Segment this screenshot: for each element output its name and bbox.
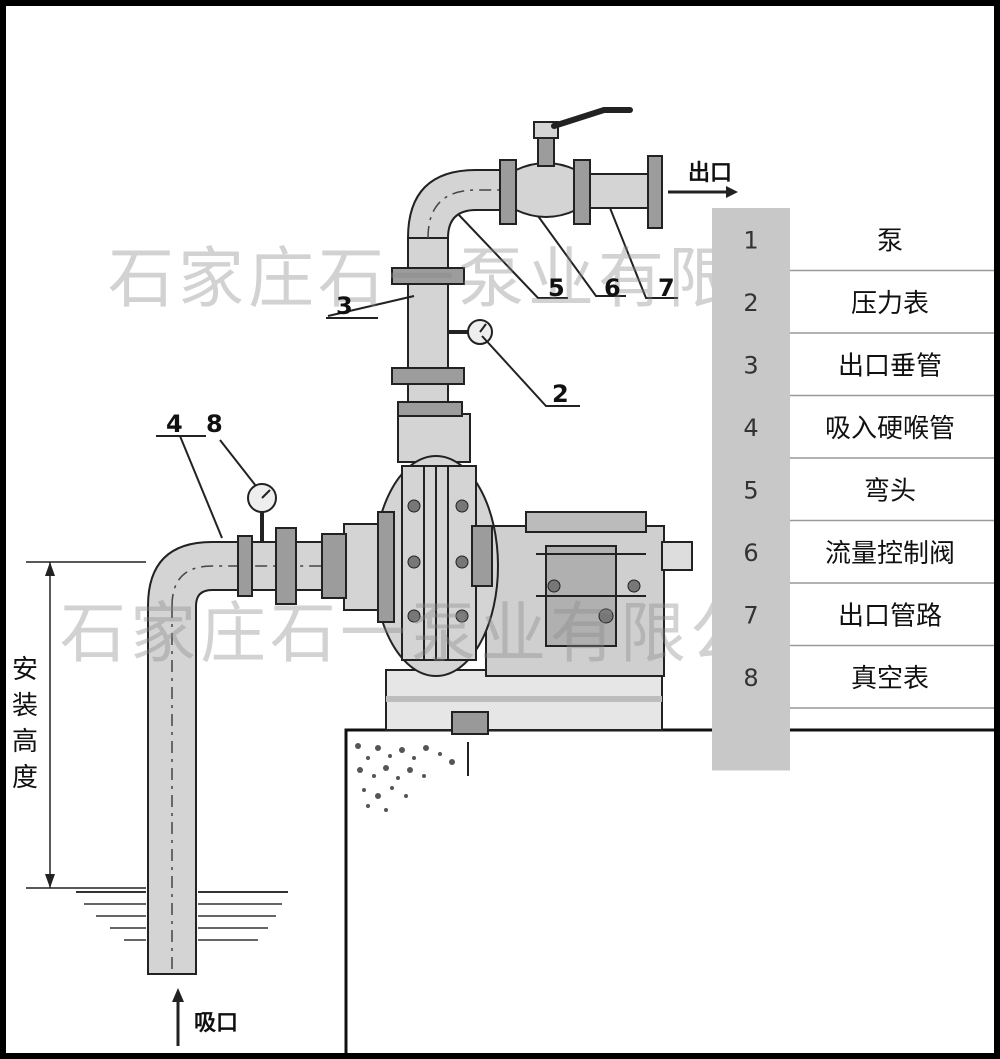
legend-part-name: 吸入硬喉管 xyxy=(825,414,955,444)
legend-part-name: 弯头 xyxy=(864,476,916,506)
pump-installation-diagram: 石家庄石一泵业有限公司 石家庄石一泵业有限公司 1泵2压力表3出口垂管4吸入硬喉… xyxy=(12,107,994,1053)
legend-number-column xyxy=(712,208,790,771)
callout-5: 5 xyxy=(548,274,565,302)
legend-part-name: 流量控制阀 xyxy=(825,539,955,569)
gravel-pattern xyxy=(355,743,455,812)
vacuum-gauge xyxy=(247,483,277,542)
callout-leaders xyxy=(156,207,678,539)
installation-height-dimension xyxy=(26,561,146,889)
foundation xyxy=(344,728,994,1053)
legend-number: 2 xyxy=(743,289,758,317)
install-height-char-2: 装 xyxy=(12,691,38,721)
suction-pipe xyxy=(147,527,347,975)
inlet-arrow xyxy=(172,988,184,1046)
watermark-bottom: 石家庄石一泵业有限公司 xyxy=(60,595,830,672)
legend-part-name: 出口管路 xyxy=(838,601,942,631)
legend-number: 6 xyxy=(743,539,758,567)
parts-legend-table: 1 泵 2 压力表 3 出口垂管 4 吸入硬喉管 5 弯头 6 流量控制阀 7 出口管路 8 真空表 xyxy=(712,208,994,771)
outlet-riser-pipe xyxy=(391,169,505,417)
legend-number: 7 xyxy=(743,601,758,629)
legend-number: 8 xyxy=(743,664,758,692)
install-height-char-1: 安 xyxy=(12,655,38,685)
legend-part-name: 泵 xyxy=(877,226,903,256)
legend-number: 3 xyxy=(743,351,758,379)
legend-number: 4 xyxy=(743,414,758,442)
water-level xyxy=(76,891,288,941)
callout-8: 8 xyxy=(206,410,223,438)
legend-part-name: 真空表 xyxy=(851,664,929,694)
pressure-gauge xyxy=(448,319,493,345)
callout-7: 7 xyxy=(658,274,675,302)
callout-6: 6 xyxy=(604,274,621,302)
outlet-label: 出口 xyxy=(688,161,732,186)
callout-4: 4 xyxy=(166,410,183,438)
outlet-pipe xyxy=(589,155,738,229)
legend-number: 1 xyxy=(743,226,758,254)
legend-part-name: 出口垂管 xyxy=(838,351,942,381)
install-height-char-4: 度 xyxy=(12,763,38,793)
callout-2: 2 xyxy=(552,380,569,408)
install-height-char-3: 高 xyxy=(12,727,38,757)
legend-number: 5 xyxy=(743,476,758,504)
legend-part-name: 压力表 xyxy=(851,289,929,319)
callout-3: 3 xyxy=(336,292,353,320)
inlet-label: 吸口 xyxy=(194,1011,238,1036)
